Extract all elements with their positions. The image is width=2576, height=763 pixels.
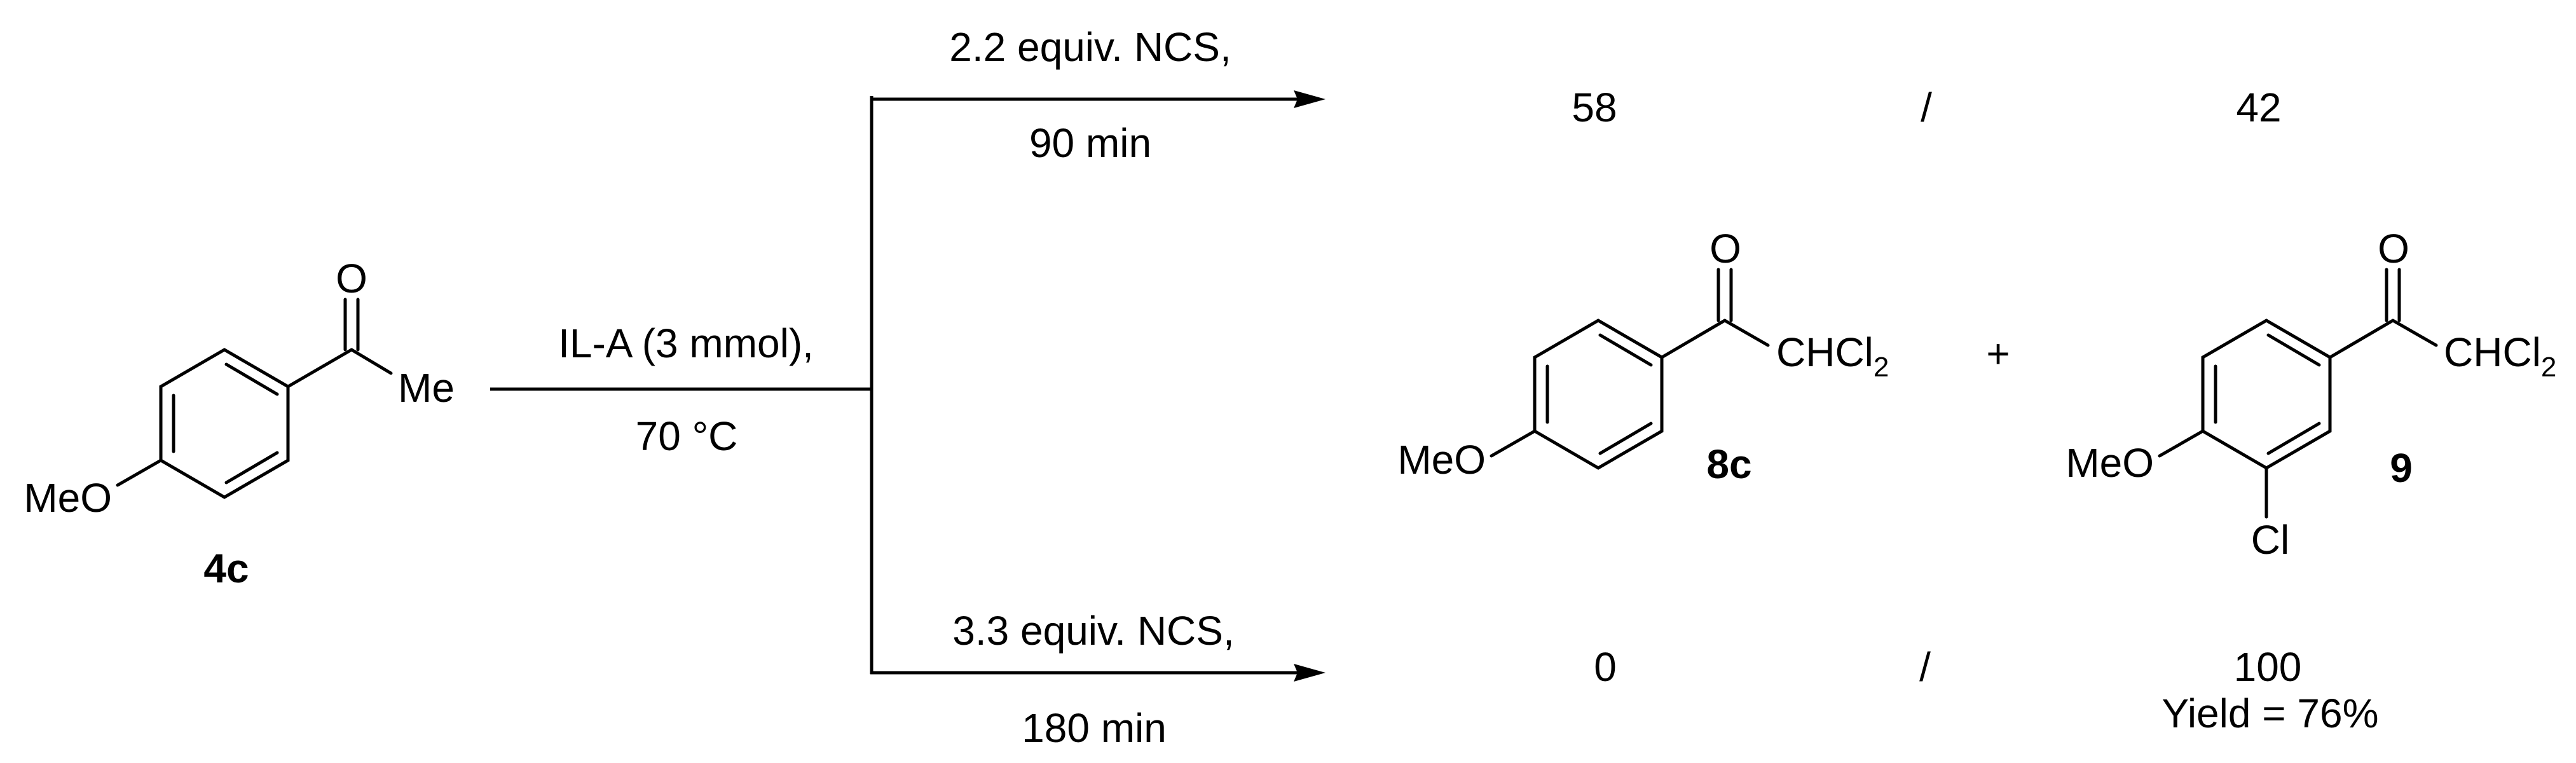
step1-reagent: IL-A (3 mmol),	[558, 320, 814, 366]
atom-oxygen: O	[336, 256, 367, 301]
top-ratio-9: 42	[2236, 85, 2281, 130]
subscript-text: 2	[1874, 352, 1889, 383]
ring-double-bond	[1598, 333, 1653, 367]
atom-chlorine: Cl	[2251, 517, 2289, 563]
atom-oxygen: O	[1709, 226, 1741, 272]
benzene-ring-8c	[1533, 319, 1664, 470]
ring-double-bond	[2266, 422, 2321, 455]
top-branch-reagent: 2.2 equiv. NCS,	[949, 24, 1231, 70]
group-dichloromethyl: CHCl2	[2444, 329, 2556, 383]
arrowhead-icon	[1294, 664, 1326, 682]
bond-ring-carbonyl	[1660, 319, 1727, 359]
bottom-branch-reagent: 3.3 equiv. NCS,	[952, 608, 1234, 654]
top-ratio-separator: /	[1921, 85, 1932, 130]
bond-methoxy	[116, 458, 163, 487]
group-methoxy: MeO	[2066, 440, 2154, 486]
atom-oxygen: O	[2378, 226, 2409, 272]
group-main-text: CHCl	[1776, 329, 1874, 375]
group-methoxy: MeO	[1397, 437, 1486, 483]
top-branch-time: 90 min	[1029, 120, 1151, 166]
group-methyl: Me	[398, 365, 455, 411]
top-ratio-8c: 58	[1572, 85, 1617, 130]
benzene-ring-9	[2201, 319, 2332, 470]
molecule-8c: O CHCl2 MeO 8c	[1397, 226, 1889, 487]
group-dichloromethyl: CHCl2	[1776, 329, 1889, 383]
molecule-4c: O Me MeO 4c	[24, 256, 455, 591]
bond-methoxy	[2158, 429, 2205, 458]
compound-label-9: 9	[2390, 445, 2413, 491]
reaction-arrows	[490, 90, 1326, 682]
molecule-9: O CHCl2 MeO Cl 9	[2066, 226, 2556, 563]
bond-dichloromethyl	[2391, 319, 2438, 347]
bottom-ratio-8c: 0	[1594, 644, 1617, 690]
bottom-ratio-separator: /	[1919, 644, 1931, 690]
group-methoxy: MeO	[24, 475, 112, 521]
bond-dichloromethyl	[1723, 319, 1770, 347]
subscript-text: 2	[2541, 352, 2556, 383]
bottom-ratio-9: 100	[2234, 644, 2302, 690]
step1-condition: 70 °C	[636, 413, 738, 459]
ring-double-bond	[224, 451, 279, 485]
arrowhead-icon	[1294, 90, 1326, 108]
plus-sign: +	[1986, 331, 2010, 376]
group-main-text: CHCl	[2444, 329, 2541, 375]
bond-ring-carbonyl	[2328, 319, 2395, 359]
bottom-branch-time: 180 min	[1022, 705, 1167, 751]
bond-methoxy	[1490, 429, 1537, 458]
bond-ring-carbonyl	[286, 348, 353, 388]
ring-double-bond	[2266, 333, 2321, 367]
compound-label-4c: 4c	[203, 546, 249, 591]
compound-label-8c: 8c	[1706, 441, 1751, 487]
yield-text: Yield = 76%	[2162, 691, 2379, 736]
benzene-ring-4c	[159, 348, 290, 499]
bond-methyl	[350, 348, 393, 375]
ring-double-bond	[224, 362, 279, 396]
ring-double-bond	[1598, 422, 1653, 455]
